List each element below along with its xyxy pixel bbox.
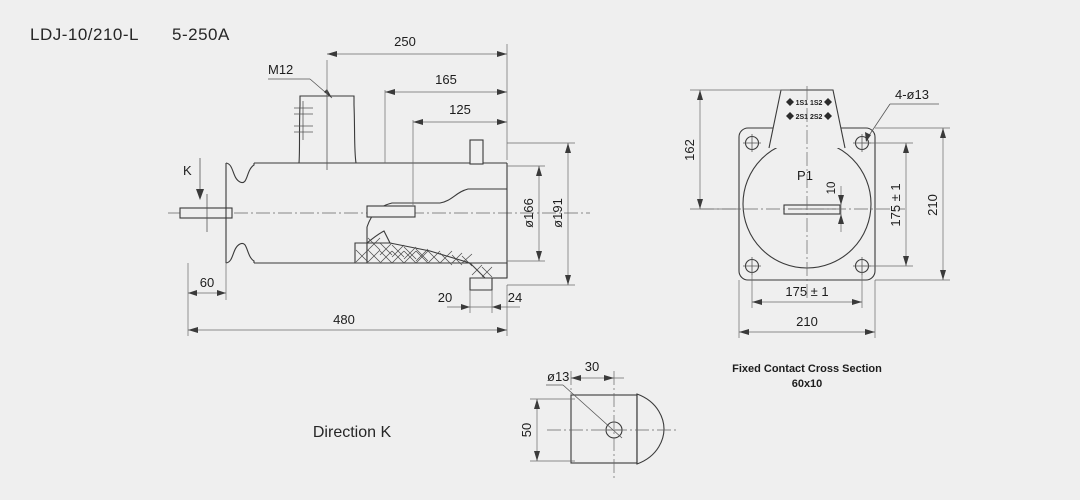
dim-166-text: ø166: [521, 198, 536, 228]
arrow-480-right: [497, 327, 507, 333]
arrow-125-right: [497, 119, 507, 125]
detail-view-direction-k: Direction K ø13 30 50: [313, 359, 678, 480]
hatch-region-lower: [370, 262, 508, 279]
dim-24-text: 24: [508, 290, 522, 305]
dim-20-text: 20: [438, 290, 452, 305]
arrow-175h-left: [752, 299, 762, 305]
contact-dome: [636, 393, 665, 465]
skirt-groove-bottom: [225, 242, 255, 264]
dim-250-text: 250: [394, 34, 416, 49]
right-front-view: 1S1 1S2 2S1 2S2 P1 10: [682, 86, 950, 390]
hatch-region-taper: [365, 230, 391, 244]
section-hatching: [355, 237, 493, 278]
hole-callout-leader-d: [865, 103, 891, 141]
arrow-50-top: [534, 399, 540, 409]
secondary-terminal-row1-label: 1S1 1S2: [796, 100, 823, 107]
terminal-markers-row1: [786, 98, 832, 106]
arrow-165-left: [385, 89, 395, 95]
arrow-210h-left: [739, 329, 749, 335]
arrow-175v-bot: [903, 256, 909, 266]
arrow-250-left: [327, 51, 337, 57]
top-boss: [469, 139, 484, 165]
arrow-162-bot: [697, 199, 703, 209]
arrow-210v-top: [940, 128, 946, 138]
drawing-title-current: 5-250A: [172, 25, 230, 44]
arrow-20: [461, 304, 470, 310]
p1-label: P1: [797, 168, 813, 183]
arrow-210v-bot: [940, 270, 946, 280]
secondary-terminal-row2-label: 2S1 2S2: [796, 114, 823, 121]
lower-lug: [469, 277, 493, 291]
m12-arrowhead: [324, 89, 332, 98]
hole-callout-label: 4-ø13: [895, 87, 929, 102]
dim-bar-10-text: 10: [826, 182, 838, 195]
dim-191-text: ø191: [550, 198, 565, 228]
dia13-label: ø13: [547, 369, 569, 384]
arrow-210h-right: [865, 329, 875, 335]
arrow-60-right: [217, 290, 226, 296]
arrow-162-top: [697, 90, 703, 100]
k-direction-label: K: [183, 163, 192, 178]
arrow-480-left: [188, 327, 198, 333]
dim-210v-text: 210: [925, 194, 940, 216]
dim-480-text: 480: [333, 312, 355, 327]
terminal-markers-row2: [786, 112, 832, 120]
drawing-title-model: LDJ-10/210-L: [30, 25, 139, 44]
dim-125-text: 125: [449, 102, 471, 117]
arrow-10-top: [838, 195, 844, 205]
arrow-125-left: [413, 119, 423, 125]
contact-slot: [366, 205, 416, 218]
m12-label: M12: [268, 62, 293, 77]
dim-50-text: 50: [519, 423, 534, 437]
arrow-165-right: [497, 89, 507, 95]
detail-plate: [570, 394, 638, 464]
arrow-60-left: [188, 290, 197, 296]
arrow-30-left: [571, 375, 581, 381]
dim-165-text: 165: [435, 72, 457, 87]
fixed-contact-bar: [783, 204, 841, 215]
fixed-contact-caption-line1: Fixed Contact Cross Section: [732, 363, 882, 375]
direction-k-title: Direction K: [313, 424, 392, 441]
primary-stud: [179, 207, 233, 219]
dim-162-text: 162: [682, 139, 697, 161]
dia13-leader-d: [562, 384, 623, 439]
skirt-groove-top: [225, 162, 255, 184]
arrow-50-bot: [534, 451, 540, 461]
arrow-191-top: [565, 143, 571, 153]
dim-210h-text: 210: [796, 314, 818, 329]
arrow-30-right: [604, 375, 614, 381]
arrow-191-bot: [565, 275, 571, 285]
dim-60-text: 60: [200, 275, 214, 290]
arrow-175h-right: [852, 299, 862, 305]
arrow-166-top: [536, 166, 542, 176]
arrow-166-bot: [536, 251, 542, 261]
dim-175v-text: 175 ± 1: [888, 183, 903, 226]
k-arrow-head: [196, 189, 204, 200]
dim-30-text: 30: [585, 359, 599, 374]
arrow-24: [492, 304, 501, 310]
left-side-view: M12: [168, 34, 590, 336]
arrow-250-right: [497, 51, 507, 57]
arrow-10-bot: [838, 214, 844, 224]
arrow-175v-top: [903, 143, 909, 153]
hole-callout-arrow: [865, 132, 871, 142]
fixed-contact-caption-line2: 60x10: [792, 378, 823, 390]
dim-175h-text: 175 ± 1: [785, 284, 828, 299]
m12-terminal-block: [298, 95, 357, 164]
